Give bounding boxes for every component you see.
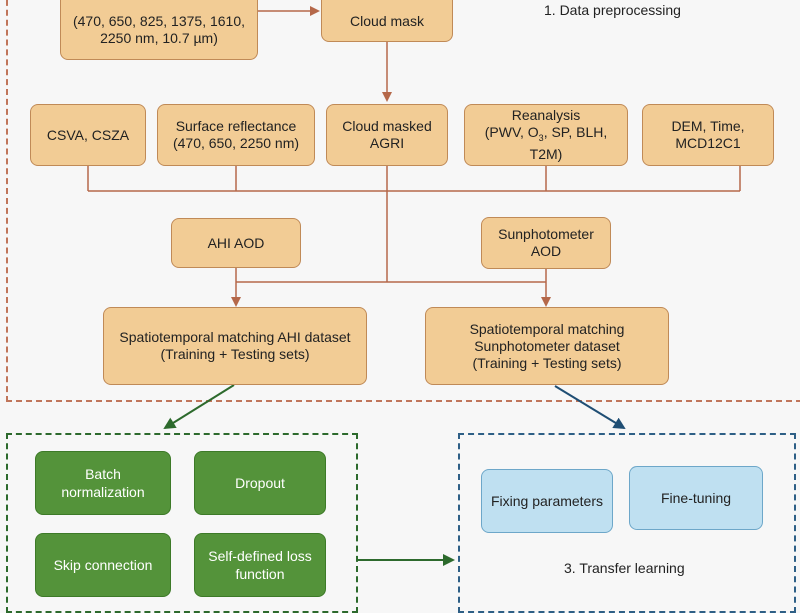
surface-reflectance-box: Surface reflectance (470, 650, 2250 nm) [157, 104, 315, 166]
reanalysis-t2m: T2M) [529, 146, 563, 163]
cloud-mask-box: Cloud mask [321, 0, 453, 42]
fixing-parameters-block: Fixing parameters [481, 469, 613, 533]
reanalysis-box: Reanalysis (PWV, O3, SP, BLH, T2M) [464, 104, 628, 166]
cloud-masked-agri-box: Cloud masked AGRI [326, 104, 448, 166]
skip-connection-block: Skip connection [35, 533, 171, 597]
batch-normalization-block: Batch normalization [35, 451, 171, 515]
match-ahi-box: Spatiotemporal matching AHI dataset (Tra… [103, 307, 367, 385]
section-title-preprocessing: 1. Data preprocessing [544, 2, 681, 18]
reanalysis-variables: (PWV, O3, SP, BLH, [484, 123, 608, 143]
fine-tuning-block: Fine-tuning [629, 466, 763, 530]
reanalysis-title: Reanalysis [511, 106, 581, 123]
dem-time-box: DEM, Time, MCD12C1 [642, 104, 774, 166]
loss-function-block: Self-defined loss function [194, 533, 326, 597]
arrow-to-deep-learning [163, 384, 235, 430]
connector-lines [87, 6, 741, 566]
sunphotometer-aod-box: Sunphotometer AOD [481, 217, 611, 269]
ahi-aod-box: AHI AOD [171, 218, 301, 268]
data-preprocessing-frame [6, 0, 800, 402]
section-title-transfer: 3. Transfer learning [564, 560, 685, 576]
dropout-block: Dropout [194, 451, 326, 515]
match-sunphotometer-box: Spatiotemporal matching Sunphotometer da… [425, 307, 669, 385]
arrow-to-transfer [554, 385, 626, 430]
csva-csza-box: CSVA, CSZA [30, 104, 146, 166]
bands-box: (470, 650, 825, 1375, 1610, 2250 nm, 10.… [60, 0, 258, 60]
